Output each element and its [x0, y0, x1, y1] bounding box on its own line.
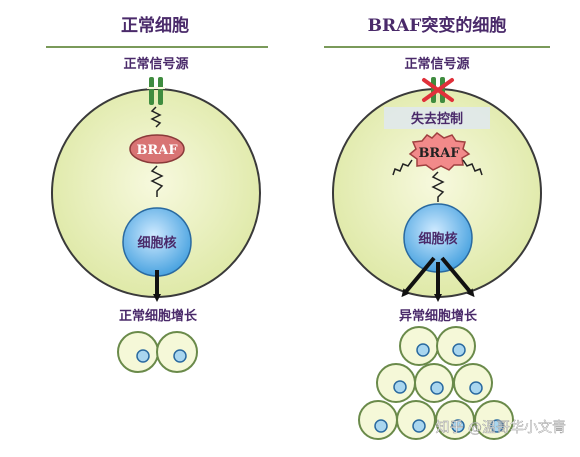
right-zigzag-left: [392, 159, 413, 176]
watermark-text: 知乎 @温哥华小文青: [436, 419, 566, 436]
left-title: 正常细胞: [121, 15, 189, 36]
right-panel: BRAF突变的细胞 正常信号源 失去控制 BRAF 细胞核: [324, 15, 550, 440]
right-signal-label: 正常信号源: [404, 56, 469, 72]
left-nucleus-label: 细胞核: [137, 235, 176, 251]
right-nucleus-label: 细胞核: [418, 231, 457, 247]
left-braf-oval: [129, 134, 185, 164]
right-abnormal-cells: [358, 326, 514, 440]
right-growth-arrows: [401, 256, 475, 302]
right-braf-label: BRAF: [418, 146, 460, 161]
left-daughter-cells: [117, 331, 198, 373]
right-braf-burst: [408, 132, 471, 171]
right-title: BRAF突变的细胞: [368, 15, 507, 36]
left-panel: 正常细胞 正常信号源 BRAF 细胞核 正常细胞增长: [46, 15, 268, 373]
left-signal-squiggle-top: [150, 106, 162, 128]
lost-control-box: [384, 107, 490, 129]
left-signal-label: 正常信号源: [123, 56, 188, 72]
right-signal-squiggle-mid: [431, 171, 445, 202]
left-signal-squiggle-mid: [150, 165, 164, 197]
left-receptor-icon: [147, 77, 165, 105]
right-zigzag-right: [462, 159, 483, 176]
lost-control-label: 失去控制: [411, 111, 463, 127]
right-growth-label: 异常细胞增长: [399, 308, 478, 324]
blocked-cross-icon: [422, 78, 454, 102]
left-growth-label: 正常细胞增长: [119, 308, 198, 324]
left-braf-label: BRAF: [136, 143, 178, 158]
